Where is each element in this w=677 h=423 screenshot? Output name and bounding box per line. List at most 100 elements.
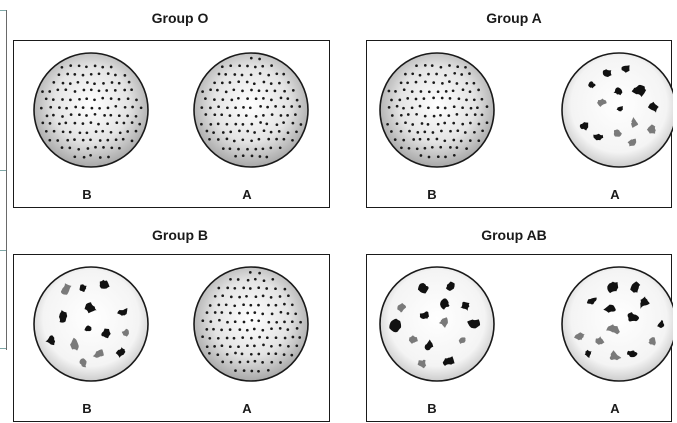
red-cell-dot xyxy=(234,369,237,372)
red-cell-dot xyxy=(85,65,88,69)
red-cell-dot xyxy=(270,344,273,348)
red-cell-dot xyxy=(270,113,274,116)
red-cell-dot xyxy=(73,155,77,159)
red-cell-dot xyxy=(105,89,109,92)
red-cell-dot xyxy=(423,146,427,150)
agglutination-clump xyxy=(631,84,647,97)
red-cell-dot xyxy=(400,146,403,150)
circle-label-b: B xyxy=(427,401,437,416)
red-cell-dot xyxy=(267,137,271,141)
agglutination-clump xyxy=(397,303,407,313)
red-cell-dot xyxy=(447,114,451,117)
red-cell-dot xyxy=(423,64,427,67)
agglutinated-sample-circle xyxy=(379,266,495,382)
red-cell-dot xyxy=(200,122,203,126)
red-cell-dot xyxy=(209,88,212,92)
smooth-sample-circle xyxy=(193,52,309,168)
red-cell-dot xyxy=(61,130,65,134)
red-cell-dot xyxy=(257,303,260,307)
red-cell-dot xyxy=(253,65,257,69)
red-cell-dot xyxy=(49,105,53,109)
red-cell-dot xyxy=(477,122,481,126)
agglutinated-sample-circle xyxy=(33,266,149,382)
panel-group-ab: B A xyxy=(366,254,673,422)
red-cell-dot xyxy=(117,97,121,101)
agglutination-clump xyxy=(609,350,622,361)
red-cell-dot xyxy=(287,81,290,84)
red-cell-dot xyxy=(480,113,484,117)
red-cell-dot xyxy=(459,139,463,143)
red-cell-dot xyxy=(221,131,225,134)
red-cell-dot xyxy=(398,98,402,102)
red-cell-dot xyxy=(291,138,294,142)
red-cell-dot xyxy=(295,98,299,102)
red-cell-dot xyxy=(390,130,393,133)
circle-label-a: A xyxy=(242,187,252,202)
red-cell-dot xyxy=(275,72,279,76)
red-cell-dot xyxy=(58,106,61,109)
sample-drop-circle xyxy=(561,52,673,168)
red-cell-dot xyxy=(81,73,85,77)
red-cell-dot xyxy=(238,64,241,68)
red-cell-dot xyxy=(200,106,204,109)
red-cell-dot xyxy=(443,121,447,125)
red-cell-dot xyxy=(265,122,269,126)
red-cell-dot xyxy=(249,352,253,356)
red-cell-dot xyxy=(444,155,447,159)
red-cell-dot xyxy=(258,271,261,275)
red-cell-dot xyxy=(282,121,285,124)
red-cell-dot xyxy=(78,97,81,101)
red-cell-dot xyxy=(130,88,133,92)
red-cell-dot xyxy=(278,295,282,298)
agglutination-clump xyxy=(584,349,592,358)
red-cell-dot xyxy=(257,319,261,323)
red-cell-dot xyxy=(229,130,233,134)
red-cell-dot xyxy=(102,146,105,149)
red-cell-dot xyxy=(78,131,82,135)
red-cell-dot xyxy=(130,121,134,124)
red-cell-dot xyxy=(110,81,114,84)
red-cell-dot xyxy=(248,271,252,274)
red-cell-dot xyxy=(451,89,455,93)
red-cell-dot xyxy=(221,147,225,150)
red-cell-dot xyxy=(395,104,399,108)
red-cell-dot xyxy=(226,320,229,324)
red-cell-dot xyxy=(254,295,258,299)
red-cell-dot xyxy=(423,130,427,134)
red-cell-dot xyxy=(258,57,261,61)
red-cell-dot xyxy=(217,303,221,307)
red-cell-dot xyxy=(109,113,113,117)
red-cell-dot xyxy=(253,131,256,134)
red-cell-dot xyxy=(117,81,121,85)
red-cell-dot xyxy=(220,311,224,314)
panel-group-b: B A xyxy=(13,254,330,422)
agglutination-clump xyxy=(627,350,638,358)
red-cell-dot xyxy=(404,72,407,76)
red-cell-dot xyxy=(460,73,464,76)
agglutination-clump xyxy=(408,335,418,344)
red-cell-dot xyxy=(415,147,419,151)
agglutination-clump xyxy=(606,324,620,335)
red-cell-dot xyxy=(224,303,228,307)
red-cell-dot xyxy=(420,122,424,125)
panel-title-group-b: Group B xyxy=(152,227,208,243)
red-cell-dot xyxy=(439,145,443,149)
red-cell-dot xyxy=(218,318,221,322)
red-cell-dot xyxy=(430,64,434,67)
red-cell-dot xyxy=(45,114,49,118)
red-cell-dot xyxy=(201,90,204,93)
red-cell-dot xyxy=(240,73,244,77)
red-cell-dot xyxy=(266,105,269,109)
edge-rule xyxy=(0,348,6,349)
edge-rule xyxy=(0,170,6,171)
red-cell-dot xyxy=(115,121,119,125)
agglutination-clump xyxy=(603,304,616,313)
red-cell-dot xyxy=(98,156,102,159)
red-cell-dot xyxy=(216,336,220,340)
red-cell-dot xyxy=(82,88,86,92)
red-cell-dot xyxy=(106,122,109,126)
red-cell-dot xyxy=(443,139,447,143)
red-cell-dot xyxy=(439,65,443,69)
agglutination-clump xyxy=(417,283,429,294)
agglutination-clump xyxy=(117,308,128,316)
